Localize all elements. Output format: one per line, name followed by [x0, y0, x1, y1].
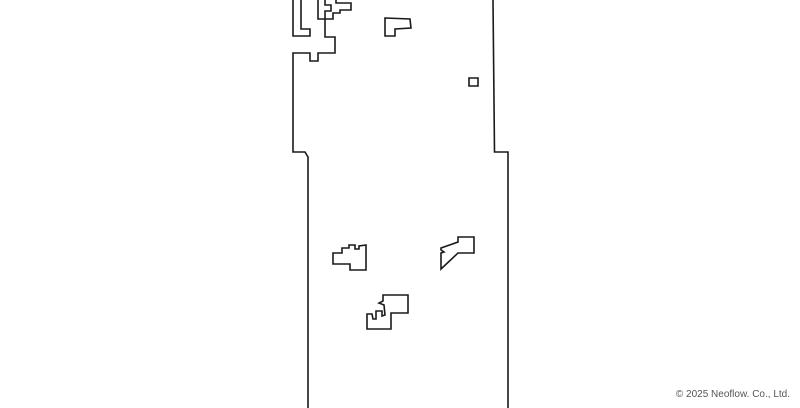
parcel-middle-right	[440, 236, 475, 271]
attribution-text: © 2025 Neoflow. Co., Ltd.	[675, 389, 790, 400]
parcel-middle-left	[332, 244, 367, 271]
parcel-top-left-strip	[292, 0, 311, 37]
parcel-lower-center	[366, 294, 409, 330]
parcel-top-left-notch	[317, 0, 332, 20]
region-boundary	[292, 0, 509, 408]
parcel-small-square	[468, 77, 479, 87]
map-attribution: © 2025 Neoflow. Co., Ltd.	[675, 389, 790, 400]
parcel-top-center	[384, 17, 412, 37]
